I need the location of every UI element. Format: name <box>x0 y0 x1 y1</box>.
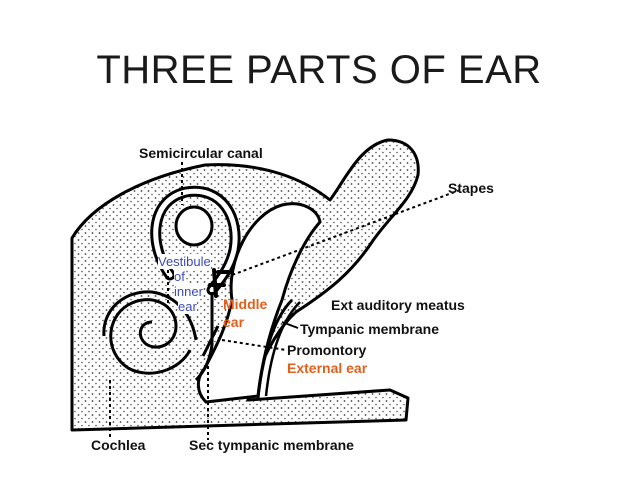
external-ear-label: External ear <box>287 360 368 376</box>
cochlea-label: Cochlea <box>91 437 146 453</box>
leader-promontory <box>221 339 287 351</box>
tympanic-membrane-shape <box>256 298 294 399</box>
ext-auditory-meatus-label: Ext auditory meatus <box>331 297 465 313</box>
semicircular-canal-label: Semicircular canal <box>139 145 263 161</box>
sec-tympanic-membrane-label: Sec tympanic membrane <box>189 437 354 453</box>
stapes-label: Stapes <box>448 180 494 196</box>
middle-ear-label-2: ear <box>223 314 245 330</box>
stapes-shape <box>208 268 234 298</box>
tympanic-membrane-label: Tympanic membrane <box>300 321 440 337</box>
vestibule-label-2: of <box>174 269 185 284</box>
vestibule-label-3: inner <box>174 284 203 299</box>
promontory-label: Promontory <box>287 342 367 358</box>
vestibule-label-1: Vestibule <box>158 254 211 269</box>
leader-tympanic <box>281 321 299 329</box>
sec-tympanic-membrane-shape <box>201 325 220 357</box>
page-title: THREE PARTS OF EAR <box>96 48 542 92</box>
semicircular-canal-hole <box>174 205 214 247</box>
cochlea-shape <box>109 298 192 375</box>
middle-ear-label-1: Middle <box>223 296 268 312</box>
vestibule-label-4: ear <box>178 299 197 314</box>
